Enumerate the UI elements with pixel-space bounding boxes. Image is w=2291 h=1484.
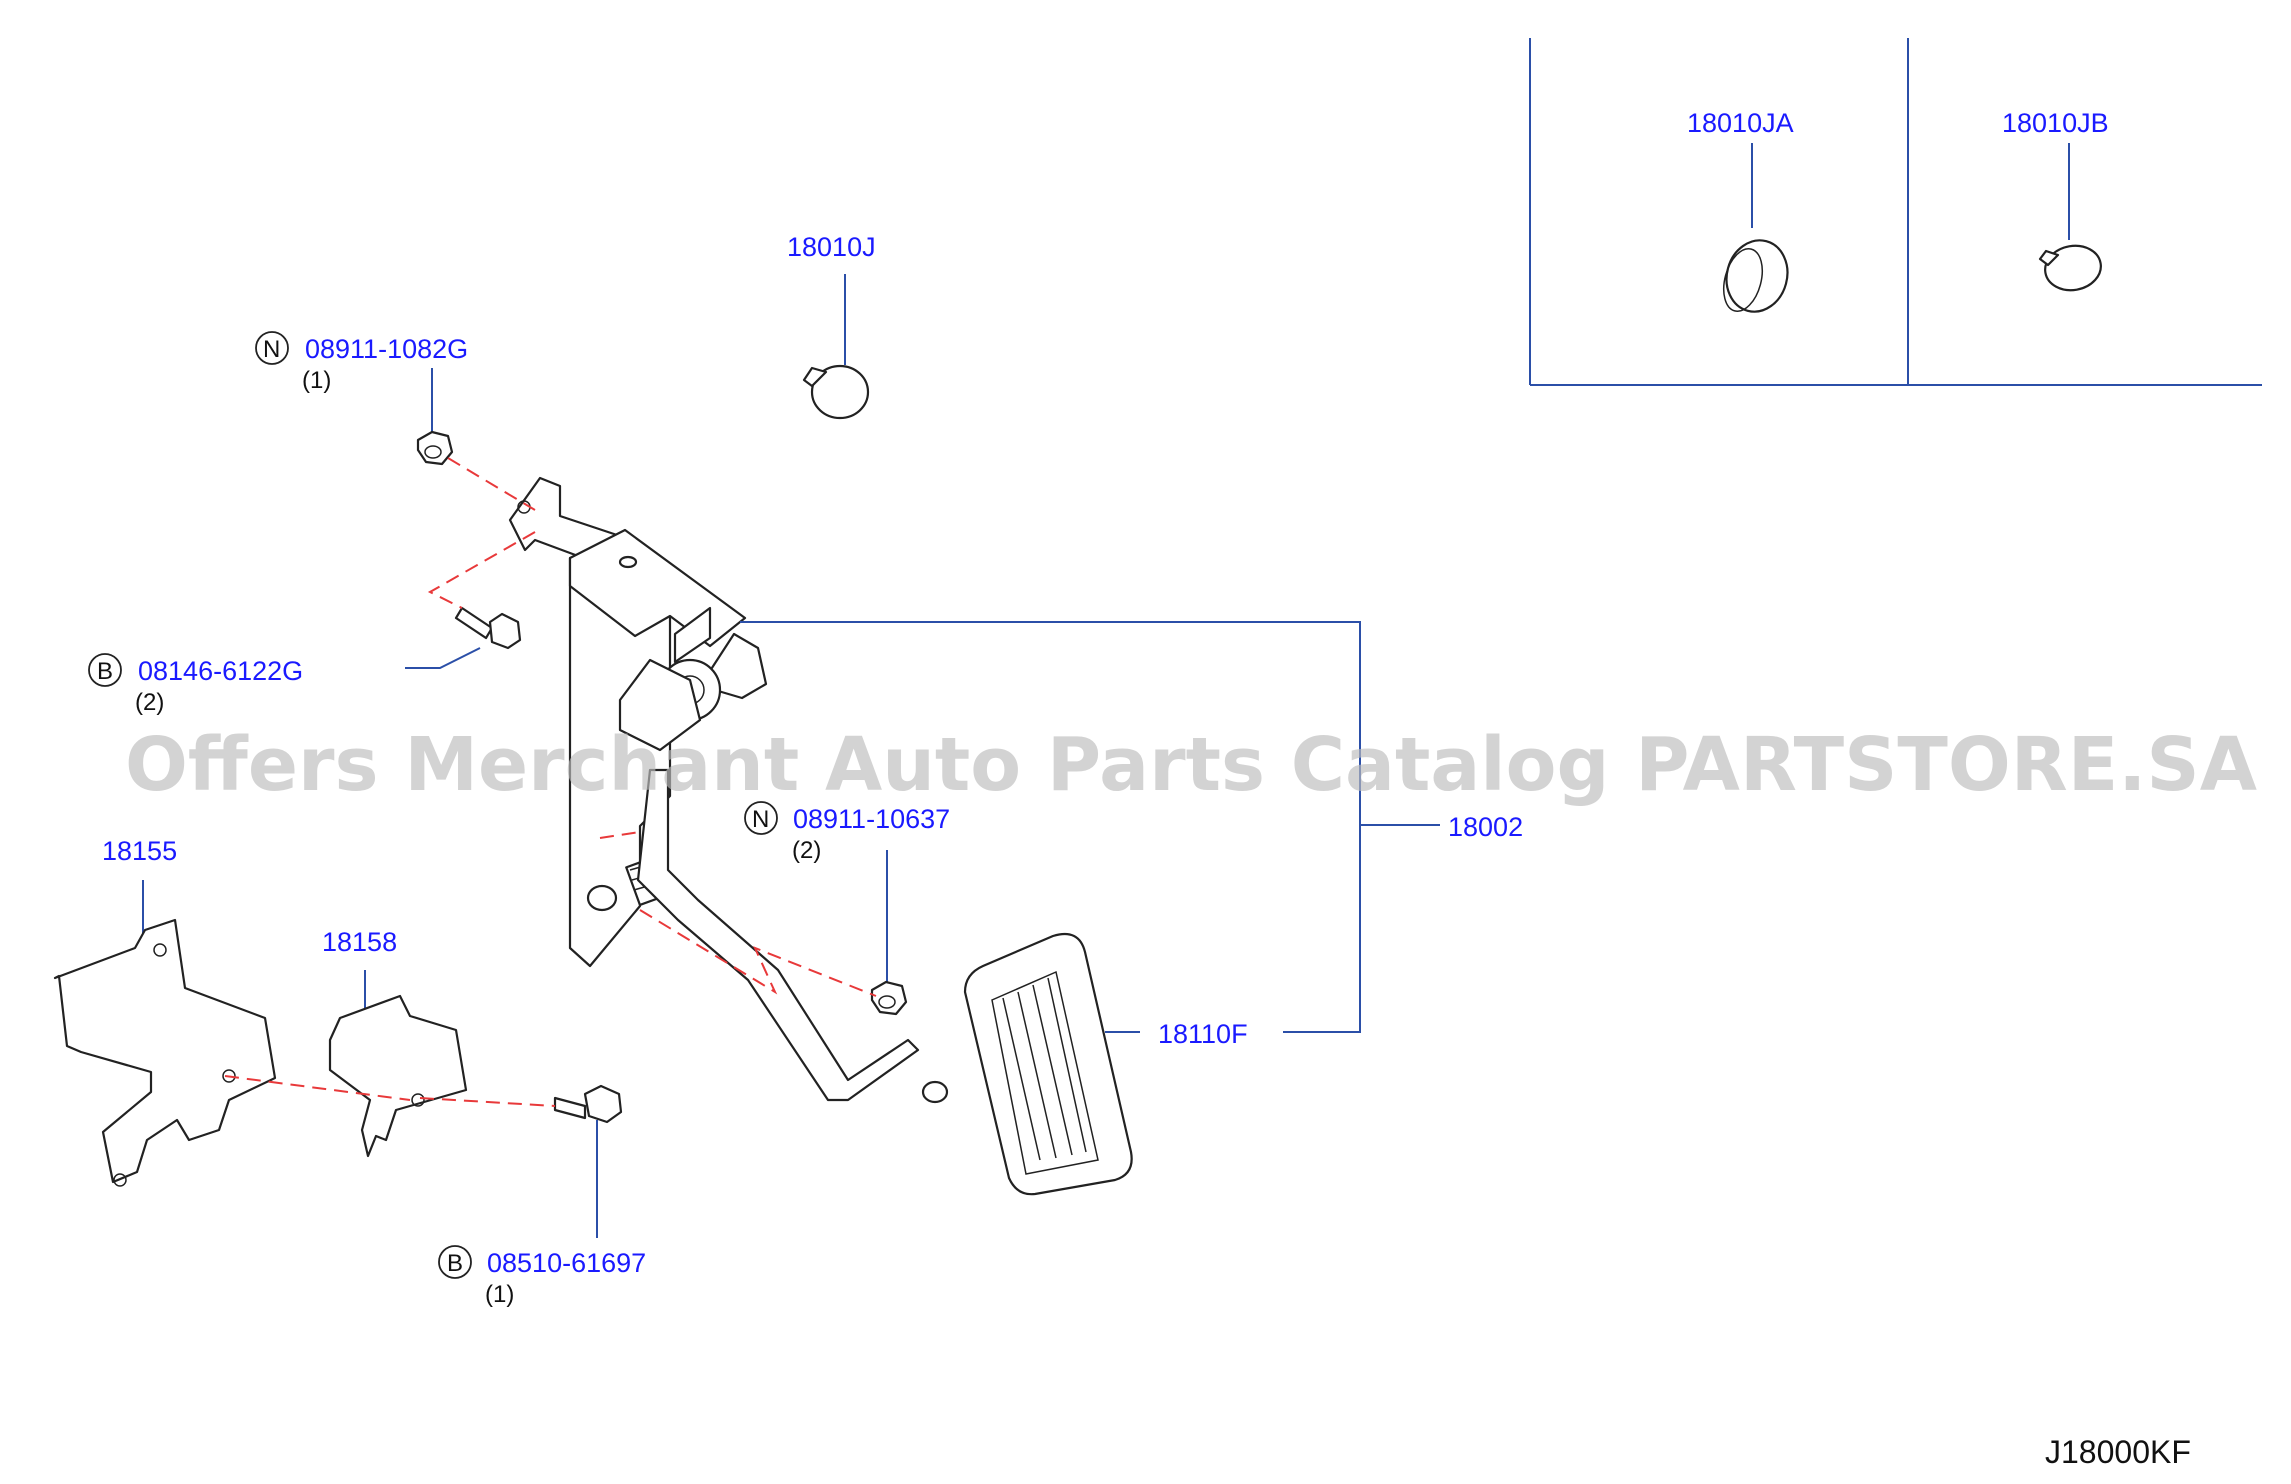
part-label-18158[interactable]: 18158 xyxy=(322,927,397,957)
part-label-18010jb[interactable]: 18010JB xyxy=(2002,108,2109,138)
bolt-08510-61697[interactable] xyxy=(553,1084,623,1238)
inset-box xyxy=(1529,38,2262,386)
quantity-label: (2) xyxy=(135,689,164,716)
bolt-symbol-label: B xyxy=(97,658,113,685)
watermark: Offers Merchant Auto Parts Catalog PARTS… xyxy=(125,722,2257,808)
quantity-label: (2) xyxy=(792,837,821,864)
part-label-08510-61697[interactable]: 08510-61697 xyxy=(487,1248,646,1278)
diagram-code: J18000KF xyxy=(2045,1434,2191,1470)
circle-symbol-n-2: N xyxy=(744,801,778,835)
part-label-08911-1082g[interactable]: 08911-1082G xyxy=(305,334,468,364)
circle-symbol-n-1: N xyxy=(255,331,289,365)
part-label-18002[interactable]: 18002 xyxy=(1448,812,1523,842)
pedal-assembly-18002[interactable] xyxy=(508,476,949,1104)
nut-08911-1082g[interactable] xyxy=(416,368,454,466)
quantity-label: (1) xyxy=(302,367,331,394)
nut-symbol-label: N xyxy=(263,336,280,363)
part-label-08911-10637[interactable]: 08911-10637 xyxy=(793,804,950,834)
leader-18002 xyxy=(740,621,1361,1033)
quantity-label: (1) xyxy=(485,1281,514,1308)
pedal-pad-18110f[interactable] xyxy=(963,932,1133,1196)
clip-18010j[interactable] xyxy=(802,274,870,420)
bolt-08146-6122g[interactable] xyxy=(405,606,522,669)
clip-18010jb[interactable] xyxy=(2038,143,2104,295)
alignment-dash-lines xyxy=(224,457,877,1107)
part-label-18110f[interactable]: 18110F xyxy=(1158,1019,1248,1049)
part-label-18010j[interactable]: 18010J xyxy=(787,232,876,262)
circle-symbol-b-1: B xyxy=(88,653,122,687)
nut-08911-10637[interactable] xyxy=(870,850,908,1016)
circle-symbol-b-2: B xyxy=(438,1245,472,1279)
clip-18010ja[interactable] xyxy=(1717,143,1795,319)
bracket-18155[interactable] xyxy=(53,880,277,1187)
bracket-18158[interactable] xyxy=(328,970,468,1158)
nut-symbol-label: N xyxy=(752,806,769,833)
part-label-18010ja[interactable]: 18010JA xyxy=(1687,108,1794,138)
bolt-symbol-label: B xyxy=(447,1250,463,1277)
part-label-18155[interactable]: 18155 xyxy=(102,836,177,866)
part-label-08146-6122g[interactable]: 08146-6122G xyxy=(138,656,303,686)
